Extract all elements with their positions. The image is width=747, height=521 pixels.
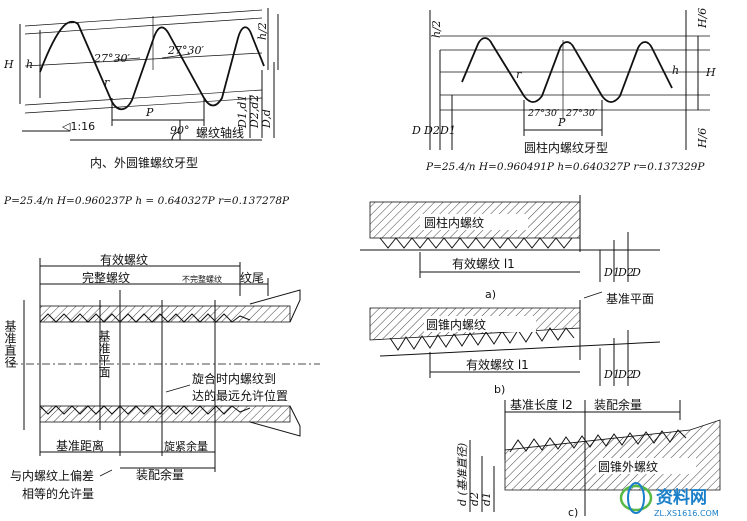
tr-angle-a: 27°30′ <box>527 108 560 119</box>
tl-label-r: r <box>104 76 110 89</box>
a-D: D <box>631 266 641 279</box>
bl-complete-thread: 完整螺纹 <box>82 270 130 285</box>
a-label: 圆柱内螺纹 <box>424 215 484 230</box>
b-effective: 有效螺纹 l1 <box>466 357 529 372</box>
tl-caption: 内、外圆锥螺纹牙型 <box>90 156 198 170</box>
tl-formula: P=25.4/n H=0.960237P h = 0.640327P r=0.1… <box>3 195 290 207</box>
tr-label-H6-bottom: H/6 <box>696 128 709 149</box>
b-base-plane: 基准平面 <box>606 292 654 306</box>
tr-label-H: H <box>705 66 716 79</box>
c-d: d (基准直径) <box>456 443 469 506</box>
tl-label-h2: h/2 <box>256 22 269 40</box>
bl-tightening-allowance: 旋紧余量 <box>164 439 208 453</box>
tr-angle-b: 27°30′ <box>565 108 598 119</box>
a-effective: 有效螺纹 l1 <box>452 256 515 271</box>
c-caption: c) <box>568 506 578 519</box>
b-D1: D1 <box>603 368 620 381</box>
profile-tapered <box>19 8 279 141</box>
sub-figure-c <box>469 400 721 516</box>
profile-cylindrical <box>429 10 710 150</box>
tr-formula: P=25.4/n H=0.960491P h=0.640327P r=0.137… <box>425 161 705 173</box>
c-base-length: 基准长度 l2 <box>510 397 573 412</box>
b-D: D <box>631 368 641 381</box>
tr-label-r: r <box>516 68 522 81</box>
assembly-diagram <box>10 258 320 477</box>
c-d1: d1 <box>480 492 493 506</box>
tr-label-D: D <box>411 124 421 137</box>
bl-incomplete-thread: 不完整螺纹 <box>182 274 222 284</box>
tl-axis-label: 螺纹轴线 <box>196 125 244 140</box>
sub-figure-b <box>369 291 661 386</box>
b-D2: D2 <box>617 368 634 381</box>
c-assembly: 装配余量 <box>594 397 642 412</box>
tl-label-Dd: D,d <box>260 109 273 129</box>
bl-base-diameter: 基准直径 <box>3 320 17 368</box>
watermark-brand: 资料网 <box>656 487 707 508</box>
a-caption: a) <box>485 288 496 301</box>
watermark-logo: 资料网 ZL.XS1616.COM <box>619 482 719 518</box>
bl-note-max-position-2: 达的最远允许位置 <box>192 388 288 403</box>
tr-label-D2: D2 <box>423 124 440 137</box>
bl-deviation-note-1: 与内螺纹上偏差 <box>10 468 94 483</box>
c-d2: d2 <box>468 492 481 506</box>
watermark-url: ZL.XS1616.COM <box>654 509 719 518</box>
bl-note-max-position: 旋合时内螺纹到 <box>192 371 276 386</box>
tl-label-P: P <box>145 106 154 119</box>
bl-deviation-note-2: 相等的允许量 <box>22 486 94 501</box>
c-label: 圆锥外螺纹 <box>598 460 658 474</box>
tr-label-D1: D1 <box>439 124 456 137</box>
a-D2: D2 <box>617 266 634 279</box>
sub-figure-a <box>360 195 660 282</box>
tl-angle-a: 27°30′ <box>93 52 130 65</box>
bl-base-distance: 基准距离 <box>56 438 104 453</box>
tl-label-h: h <box>26 58 33 71</box>
tl-label-D2d2: D2,d2 <box>248 95 261 129</box>
bl-assembly-allowance: 装配余量 <box>136 467 184 482</box>
tl-taper: ◁1:16 <box>62 120 95 133</box>
bl-base-plane: 基准平面 <box>97 330 111 378</box>
tr-label-H6-top: H/6 <box>696 8 709 29</box>
tl-label-D1d1: D1,d1 <box>236 95 249 129</box>
tr-caption: 圆柱内螺纹牙型 <box>524 140 608 155</box>
b-label: 圆锥内螺纹 <box>426 318 486 332</box>
b-caption: b) <box>494 383 505 396</box>
bl-effective-thread: 有效螺纹 <box>100 252 148 267</box>
tl-angle-b: 27°30′ <box>167 44 204 57</box>
tl-label-H: H <box>3 58 14 71</box>
bl-thread-tail: 纹尾 <box>240 271 264 285</box>
tl-angle-90: 90° <box>170 124 190 137</box>
a-D1: D1 <box>603 266 620 279</box>
tr-label-h2: h/2 <box>430 20 443 38</box>
tr-label-P: P <box>557 116 566 129</box>
tr-label-h: h <box>672 64 679 77</box>
